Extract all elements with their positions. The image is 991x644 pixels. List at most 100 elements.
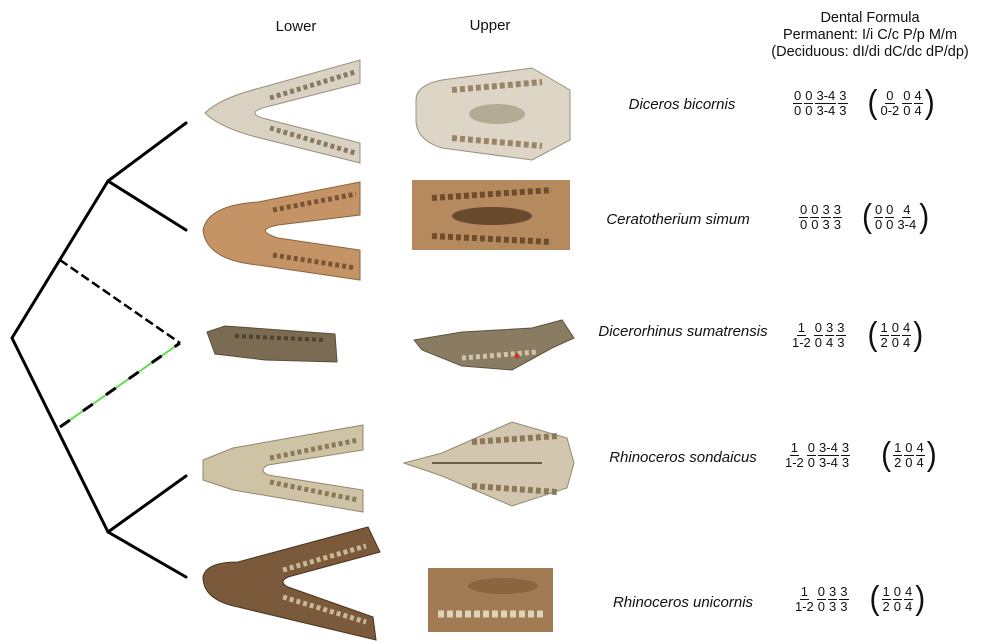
fraction-lower-count: 0 — [814, 336, 823, 350]
species-name-unicornis: Rhinoceros unicornis — [583, 594, 783, 611]
close-parenthesis: ) — [927, 439, 937, 472]
deciduous-formula: (120044) — [880, 440, 938, 470]
tree-branch-dicerorhinus-upper — [60, 260, 180, 343]
close-parenthesis: ) — [919, 201, 929, 234]
species-name-dicerorhinus: Dicerorhinus sumatrensis — [583, 323, 783, 340]
fraction-upper-count: 3 — [828, 585, 837, 600]
fraction-lower-count: 0 — [885, 218, 894, 232]
formula-fraction: 00 — [874, 203, 883, 232]
fraction-lower-count: 3 — [839, 600, 848, 614]
fraction-upper-count: 3 — [839, 585, 848, 600]
fraction-upper-count: 3 — [833, 203, 842, 218]
fraction-upper-count: 0 — [885, 203, 894, 218]
phylogenetic-tree — [0, 0, 200, 644]
fraction-upper-count: 0 — [902, 89, 911, 104]
fraction-upper-count: 1 — [800, 585, 809, 600]
lower-jaw-ceratotherium-image — [198, 180, 363, 285]
fraction-upper-count: 3 — [825, 321, 834, 336]
formula-fraction: 12 — [880, 321, 889, 350]
fraction-lower-count: 4 — [904, 600, 913, 614]
fraction-upper-count: 3-4 — [815, 89, 836, 104]
fraction-lower-count: 4 — [825, 336, 834, 350]
fraction-lower-count: 0-2 — [880, 104, 901, 118]
fraction-lower-count: 0 — [810, 218, 819, 232]
fraction-upper-count: 0 — [804, 89, 813, 104]
fraction-upper-count: 0 — [807, 441, 816, 456]
fraction-lower-count: 4 — [916, 456, 925, 470]
tree-branch-dicerorhinus-green — [60, 343, 180, 427]
fraction-upper-count: 3 — [821, 203, 830, 218]
formula-fraction: 3-43-4 — [818, 441, 839, 470]
fraction-upper-count: 0 — [793, 89, 802, 104]
fraction-upper-count: 0 — [817, 585, 826, 600]
dental-formula-title: Dental Formula — [752, 10, 988, 27]
fraction-upper-count: 4 — [904, 585, 913, 600]
tree-branch-root-lower — [12, 338, 108, 532]
fraction-lower-count: 0 — [799, 218, 808, 232]
dental-formula-permanent-legend: Permanent: I/i C/c P/p M/m — [752, 27, 988, 44]
tree-branch-root-upper — [12, 181, 108, 338]
tree-branch-sondaicus — [108, 476, 186, 532]
fraction-lower-count: 3 — [821, 218, 830, 232]
fraction-lower-count: 0 — [804, 104, 813, 118]
formula-fraction: 00 — [814, 321, 823, 350]
formula-fraction: 11-2 — [784, 441, 805, 470]
close-parenthesis: ) — [925, 87, 935, 120]
upper-jaw-ceratotherium-image — [412, 180, 570, 250]
upper-column-header: Upper — [430, 17, 550, 34]
open-parenthesis: ( — [868, 319, 878, 352]
formula-row-diceros: 00003-43-433(00-20044) — [792, 88, 936, 118]
fraction-lower-count: 0 — [902, 104, 911, 118]
fraction-lower-count: 0 — [891, 336, 900, 350]
formula-fraction: 44 — [914, 89, 923, 118]
open-parenthesis: ( — [881, 439, 891, 472]
fraction-lower-count: 2 — [882, 600, 891, 614]
lower-jaw-unicornis-image — [198, 522, 383, 642]
fraction-lower-count: 0 — [817, 600, 826, 614]
fraction-upper-count: 0 — [891, 321, 900, 336]
dental-formula-deciduous-legend: (Deciduous: dI/di dC/dc dP/dp) — [752, 44, 988, 61]
lower-jaw-dicerorhinus-image — [205, 322, 340, 367]
fraction-upper-count: 1 — [797, 321, 806, 336]
lower-jaw-sondaicus-image — [198, 420, 368, 515]
tree-branch-diceros — [108, 123, 186, 181]
open-parenthesis: ( — [870, 583, 880, 616]
fraction-upper-count: 1 — [882, 585, 891, 600]
fraction-upper-count: 3 — [838, 89, 847, 104]
fraction-lower-count: 3-4 — [818, 456, 839, 470]
fraction-lower-count: 3 — [833, 218, 842, 232]
fraction-lower-count: 3 — [828, 600, 837, 614]
open-parenthesis: ( — [862, 201, 872, 234]
fraction-lower-count: 4 — [902, 336, 911, 350]
lower-column-header: Lower — [236, 18, 356, 35]
upper-jaw-sondaicus-image — [402, 418, 577, 508]
upper-jaw-unicornis-image — [428, 568, 553, 632]
fraction-lower-count: 0 — [904, 456, 913, 470]
species-name-sondaicus: Rhinoceros sondaicus — [583, 449, 783, 466]
fraction-upper-count: 0 — [893, 585, 902, 600]
fraction-upper-count: 0 — [885, 89, 894, 104]
fraction-upper-count: 0 — [799, 203, 808, 218]
fraction-lower-count: 3-4 — [896, 218, 917, 232]
upper-jaw-diceros-image — [412, 60, 572, 168]
fraction-lower-count: 3 — [841, 456, 850, 470]
fraction-lower-count: 0 — [807, 456, 816, 470]
